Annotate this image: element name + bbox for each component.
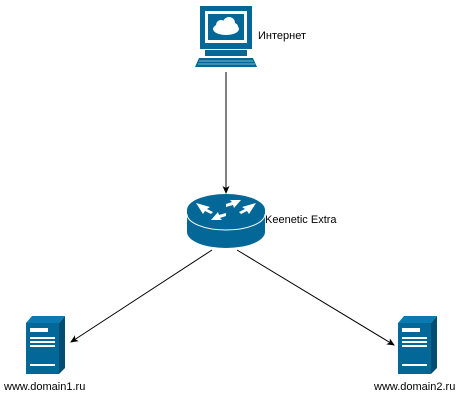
server-icon-2 — [398, 316, 437, 374]
computer-cloud-icon — [195, 6, 257, 67]
server2-label: www.domain2.ru — [374, 381, 456, 393]
router-label: Keenetic Extra — [265, 214, 337, 226]
edge-router-to-server2 — [236, 249, 395, 346]
server1-label: www.domain1.ru — [4, 381, 86, 393]
server-icon-1 — [26, 316, 65, 374]
internet-label: Интернет — [258, 30, 306, 42]
edge-router-to-server1 — [70, 249, 213, 343]
router-icon — [186, 194, 266, 248]
